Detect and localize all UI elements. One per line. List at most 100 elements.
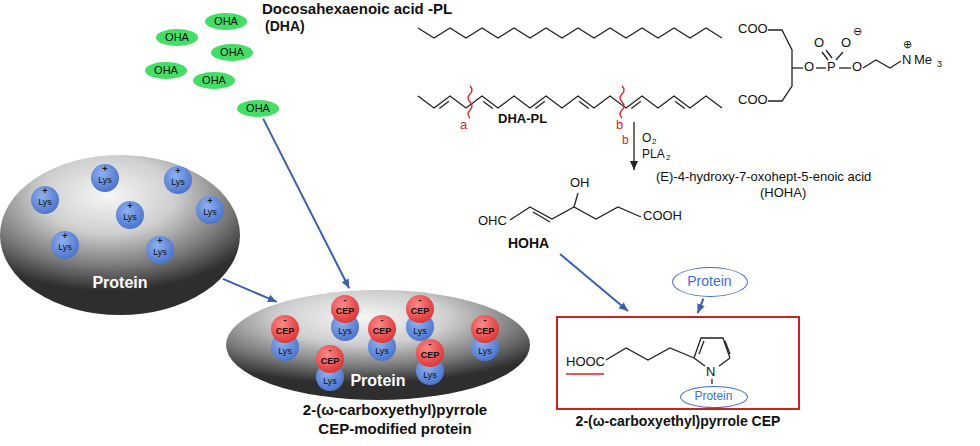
chem-label: CEP-modified protein — [318, 421, 471, 438]
charge-sign: - — [484, 316, 487, 325]
oha-molecule: OHA — [193, 72, 235, 89]
adduct-name: CEP — [276, 327, 295, 336]
cep-lysine-adduct: - CEP Lys — [315, 345, 345, 391]
adduct-name: CEP — [411, 307, 430, 316]
chem-label: (HOHA) — [760, 186, 806, 200]
chem-label: b — [622, 134, 629, 147]
atom-symbol: N — [706, 365, 715, 378]
cep-lysine-adduct: - CEP Lys — [367, 315, 397, 361]
double-bond — [631, 101, 641, 108]
charge-sign: - — [419, 296, 422, 305]
carbon-chain — [418, 96, 722, 108]
chem-label: O — [804, 60, 814, 74]
residue-name: Lys — [38, 198, 52, 207]
flow-arrow — [263, 119, 349, 289]
chem-label: N — [902, 53, 911, 67]
chem-label: 2 — [666, 154, 670, 163]
chem-label: 2-(ω-carboxyethyl)pyrrole — [303, 402, 487, 419]
residue-name: Lys — [478, 347, 492, 356]
glycerol-phosphocholine — [768, 30, 901, 101]
chem-label: Me — [914, 53, 932, 67]
lysine-residue: + Lys — [31, 186, 59, 214]
protein-shape: Protein+Lys+Lys+Lys+Lys+Lys+Lys+Lys — [0, 155, 240, 315]
chem-label: PLA — [642, 148, 665, 161]
residue-name: Lys — [58, 243, 72, 252]
residue-name: Lys — [375, 347, 389, 356]
protein-name: Protein — [92, 275, 147, 291]
double-bond — [439, 101, 449, 108]
adduct-name: CEP — [321, 357, 340, 366]
chem-label: a — [460, 118, 467, 132]
adduct-name: CEP — [476, 327, 495, 336]
molecule-name: OHA — [220, 47, 244, 58]
lysine-residue: + Lys — [146, 236, 174, 264]
cep-structure — [606, 338, 730, 384]
flow-arrow — [698, 299, 704, 314]
chem-label: 3 — [937, 60, 942, 70]
cep-lysine-adduct: - CEP Lys — [415, 339, 445, 385]
charge-sign: - — [344, 296, 347, 305]
residue-name: Lys — [171, 178, 185, 187]
hoha-arrow — [560, 254, 628, 311]
oha-molecule: OHA — [145, 62, 187, 79]
charge-sign: + — [42, 187, 47, 196]
chem-label: Docosahexaenoic acid -PL — [262, 1, 452, 18]
charge-sign: + — [175, 167, 180, 176]
residue-name: Lys — [413, 327, 427, 336]
residue-name: Lys — [278, 347, 292, 356]
double-bond — [535, 101, 545, 108]
charge-sign: + — [127, 202, 132, 211]
lysine-residue: +Lys — [116, 201, 144, 229]
chem-label: (E)-4-hydroxy-7-oxohept-5-enoic acid — [656, 170, 871, 184]
residue-name: Lys — [98, 176, 112, 185]
charge-sign: + — [207, 197, 212, 206]
charge-sign: - — [381, 316, 384, 325]
adduct-name: CEP — [336, 307, 355, 316]
chem-label: OHC — [478, 214, 507, 228]
carboxyl-underline — [566, 373, 604, 375]
chem-label: COO — [738, 22, 768, 36]
flow-arrow — [223, 279, 277, 302]
oha-molecule: OHA — [237, 100, 279, 117]
oha-molecule: OHA — [156, 29, 198, 46]
adduct-name: CEP — [373, 327, 392, 336]
chem-label: OH — [570, 176, 590, 190]
molecule-name: OHA — [165, 32, 189, 43]
protein-shape: Protein-CEPLys-CEPLys-CEPLys-CEPLys-CEPL… — [226, 290, 530, 400]
cep-lysine-adduct: - CEP Lys — [270, 315, 300, 361]
charge-sign: - — [284, 316, 287, 325]
cep-lysine-adduct: - CEP Lys — [405, 295, 435, 341]
chem-label: ⊖ — [853, 25, 862, 37]
chem-label: 2 — [652, 138, 656, 147]
residue-name: Lys — [323, 377, 337, 386]
molecule-name: OHA — [246, 103, 270, 114]
charge-sign: + — [102, 165, 107, 174]
structure-box: HOOCN2-(ω-carboxyethyl)pyrrole CEPProtei… — [556, 316, 800, 410]
residue-name: Lys — [153, 248, 167, 257]
charge-sign: + — [157, 237, 162, 246]
chem-label: b — [616, 118, 623, 132]
double-bond — [579, 101, 589, 108]
charge-sign: - — [329, 346, 332, 355]
protein-name: Protein — [687, 274, 731, 288]
charge-sign: + — [62, 232, 67, 241]
chem-label: ⊕ — [903, 38, 912, 50]
protein-name: Protein — [350, 373, 405, 389]
chem-label: O — [814, 36, 824, 50]
adduct-name: CEP — [421, 351, 440, 360]
charge-sign: - — [429, 340, 432, 349]
carbon-chain — [418, 28, 722, 38]
protein-shape: Protein — [672, 267, 748, 297]
residue-name: Lys — [423, 371, 437, 380]
chem-label: P — [827, 60, 836, 74]
oha-molecule: OHA — [211, 44, 253, 61]
fatty-acid-chains — [418, 28, 722, 108]
chem-label: (DHA) — [265, 19, 305, 34]
molecule-name: OHA — [154, 65, 178, 76]
double-bond — [675, 101, 685, 108]
molecule-name: OHA — [202, 75, 226, 86]
double-bond — [483, 101, 493, 108]
chem-label: O — [642, 132, 651, 145]
chem-label: COOH — [643, 209, 682, 223]
